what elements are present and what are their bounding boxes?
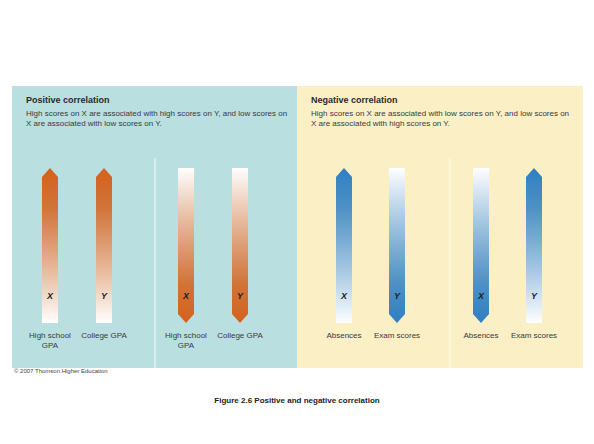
- copyright-note: © 2007 Thomson Higher Education: [14, 368, 108, 374]
- variable-bar: X High school GPA: [156, 168, 216, 368]
- variable-label: College GPA: [216, 331, 264, 341]
- figure-caption: Figure 2.6 Positive and negative correla…: [0, 396, 594, 405]
- variable-bar: X Absences: [451, 168, 511, 368]
- variable-label: Exam scores: [510, 331, 558, 341]
- panel-heading: Negative correlation: [311, 95, 398, 105]
- divider-line: [154, 158, 155, 368]
- variable-letter: Y: [367, 291, 427, 301]
- variable-letter: X: [20, 291, 80, 301]
- variable-bar: Y College GPA: [210, 168, 270, 368]
- variable-bar: Y Exam scores: [367, 168, 427, 368]
- variable-letter: X: [156, 291, 216, 301]
- panel-description: High scores on X are associated with low…: [311, 109, 573, 129]
- variable-label: High school GPA: [26, 331, 74, 350]
- variable-bar: X Absences: [314, 168, 374, 368]
- correlation-panel: Positive correlationHigh scores on X are…: [12, 86, 297, 368]
- panel-description: High scores on X are associated with hig…: [26, 109, 288, 129]
- divider-line: [449, 158, 450, 368]
- variable-bar: Y Exam scores: [504, 168, 564, 368]
- variable-label: Absences: [320, 331, 368, 341]
- variable-letter: Y: [504, 291, 564, 301]
- variable-label: Exam scores: [373, 331, 421, 341]
- correlation-panel: Negative correlationHigh scores on X are…: [297, 86, 583, 368]
- negative-panel-ground: [297, 86, 583, 368]
- variable-label: College GPA: [80, 331, 128, 341]
- variable-letter: Y: [74, 291, 134, 301]
- positive-panel-ground: [12, 86, 297, 368]
- variable-letter: Y: [210, 291, 270, 301]
- variable-bar: X High school GPA: [20, 168, 80, 368]
- variable-bar: Y College GPA: [74, 168, 134, 368]
- variable-letter: X: [314, 291, 374, 301]
- variable-label: High school GPA: [162, 331, 210, 350]
- variable-letter: X: [451, 291, 511, 301]
- variable-label: Absences: [457, 331, 505, 341]
- panel-heading: Positive correlation: [26, 95, 110, 105]
